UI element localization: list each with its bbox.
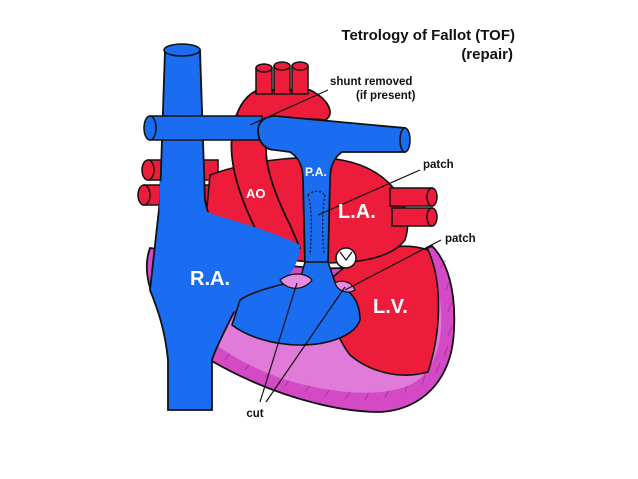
pulmonary-artery: [257, 115, 406, 266]
pa-patch: [307, 190, 326, 256]
aortic-branches: [255, 61, 309, 95]
shunt-label-sub: (if present): [356, 90, 416, 102]
lv-label: L.V.: [373, 296, 408, 318]
ao-label: AO: [246, 186, 266, 201]
callout-lines: [249, 89, 442, 403]
vsd-patch-label: patch: [445, 233, 476, 245]
shunt-label: shunt removed: [330, 76, 412, 88]
vsd-patch: [279, 273, 313, 289]
cut-label: cut: [246, 408, 263, 420]
vsd-patch-2: [334, 280, 356, 293]
vena-cava-top: [163, 43, 201, 57]
pa-patch-label: patch: [423, 159, 454, 171]
diagram-subtitle: (repair): [461, 46, 513, 63]
pa-label: P.A.: [305, 165, 327, 179]
left-pulmonary-veins: [389, 187, 438, 227]
pulmonary-branch-left-end: [143, 115, 157, 141]
la-label: L.A.: [338, 201, 376, 223]
pulmonary-branch-left: [149, 115, 263, 141]
diagram-title: Tetrology of Fallot (TOF): [341, 27, 515, 44]
right-atrium: [159, 180, 300, 314]
mitral-valve: [335, 247, 357, 269]
pulmonary-branch-right-end: [399, 127, 411, 153]
ra-label: R.A.: [190, 268, 230, 290]
